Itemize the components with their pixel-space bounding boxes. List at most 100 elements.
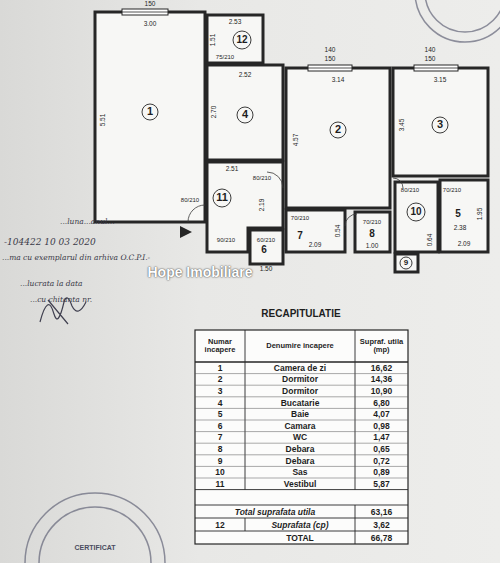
table-cell: 0,98 [357,421,406,430]
room-number: 7 [297,231,303,242]
room-number: 3 [437,119,443,131]
dimension: 0.64 [427,234,434,247]
stamp-note: ...ma cu exemplarul din arhiva O.C.P.I.- [2,254,150,262]
dimension: 2.52 [239,72,252,79]
stamp-note: ...luna...anul... [60,218,115,226]
dimension: 140 [425,47,436,54]
stamp-text: CERTIFICAT [74,544,115,551]
table-cell: 5 [197,410,243,419]
door-size: 70/210 [363,219,381,225]
callout-circle [400,257,412,269]
room-number: 10 [410,207,421,218]
table-cell: 63,16 [357,507,406,516]
table-cell: 14,36 [357,375,406,384]
table-cell: 9 [197,456,243,465]
stamp-note: ...lucrata la data [20,280,83,288]
table-cell: 66,78 [357,533,406,542]
table-cell: Dormitor [247,387,353,396]
door-size: 70/210 [291,215,309,221]
dimension: 2.09 [309,242,322,249]
table-cell: Baie [247,410,353,419]
table-cell: Numar incapere [197,338,243,354]
callout-circle [237,107,253,123]
dimension: 0.54 [335,225,342,238]
room-number: 1 [147,106,153,118]
table-cell: 11 [197,479,243,488]
table-cell: 0,72 [357,456,406,465]
table-cell: Suprafata (cp) [247,520,353,529]
dimension: 1.00 [366,243,379,250]
table-cell: TOTAL [247,533,353,542]
table-cell: 16,62 [357,363,406,372]
table-title: RECAPITULATIE [261,309,340,320]
dimension: 3.14 [332,77,345,84]
table-cell: 3 [197,387,243,396]
dimension: 5.51 [100,114,107,127]
table-cell: 6 [197,421,243,430]
dimension: 1.51 [210,34,217,47]
table-cell: 12 [197,520,243,529]
dimension: 1.50 [260,266,273,273]
table-cell: 2 [197,375,243,384]
dimension: 4.57 [293,134,300,147]
room-number: 6 [261,245,267,256]
table-cell: 10,90 [357,387,406,396]
table-cell: Debara [247,456,353,465]
dimension: 3.15 [434,77,447,84]
door-size: 75/210 [216,54,234,60]
room-number: 9 [404,259,408,267]
room-number: 12 [236,35,247,46]
table-cell: Vestibul [247,479,353,488]
table-cell: WC [247,433,353,442]
callout-circle [432,117,448,133]
dimension: 1.95 [477,208,484,221]
door-size: 80/210 [253,175,271,181]
callout-circle [407,203,425,221]
table-cell: Debara [247,445,353,454]
table-cell: 0,89 [357,468,406,477]
table-cell: Sas [247,468,353,477]
table-cell: 1 [197,363,243,372]
door-size: 80/210 [401,187,419,193]
table-cell: 3,62 [357,520,406,529]
dimension: 2.38 [454,225,467,232]
room-number: 4 [242,109,248,121]
door-size: 80/210 [181,197,199,203]
table-cell: 0,65 [357,445,406,454]
door-size: 70/210 [443,187,461,193]
callout-circle [213,189,231,207]
dimension: 2.51 [226,166,239,173]
stamp-note: -104422 10 03 2020 [4,238,96,247]
door-size: 60/210 [257,237,275,243]
table-cell: Total suprafata utila [197,507,353,516]
table-cell: Dormitor [247,375,353,384]
dimension: 3.00 [144,21,157,28]
dimension: 150 [145,1,156,8]
dimension: 2.19 [259,199,266,212]
callout-circle [330,122,346,138]
table-cell: 4 [197,398,243,407]
table-cell: 8 [197,445,243,454]
dimension: 2.09 [458,241,471,248]
stamp-note: ...cu chitanta nr. [30,296,92,304]
watermark: Hope Imobiliare [147,265,252,280]
dimension: 2.70 [211,106,218,119]
table-cell: Supraf. utila (mp) [357,338,406,354]
door-size: 90/210 [217,237,235,243]
table-cell: Camera de zi [247,363,353,372]
table-cell: 1,47 [357,433,406,442]
table-cell: 5,87 [357,479,406,488]
dimension: 140 [325,47,336,54]
callout-circle [142,104,158,120]
dimension: 3.45 [399,119,406,132]
dimension: 150 [325,56,336,63]
room-number: 5 [455,209,461,220]
dimension: 2.53 [229,19,242,26]
table-cell: 4,07 [357,410,406,419]
table-cell: 6,80 [357,398,406,407]
room-number: 11 [216,192,228,204]
table-cell: Denumire incapere [247,342,353,350]
table-cell: Bucatarie [247,398,353,407]
room-number: 2 [335,124,341,136]
table-cell: 7 [197,433,243,442]
